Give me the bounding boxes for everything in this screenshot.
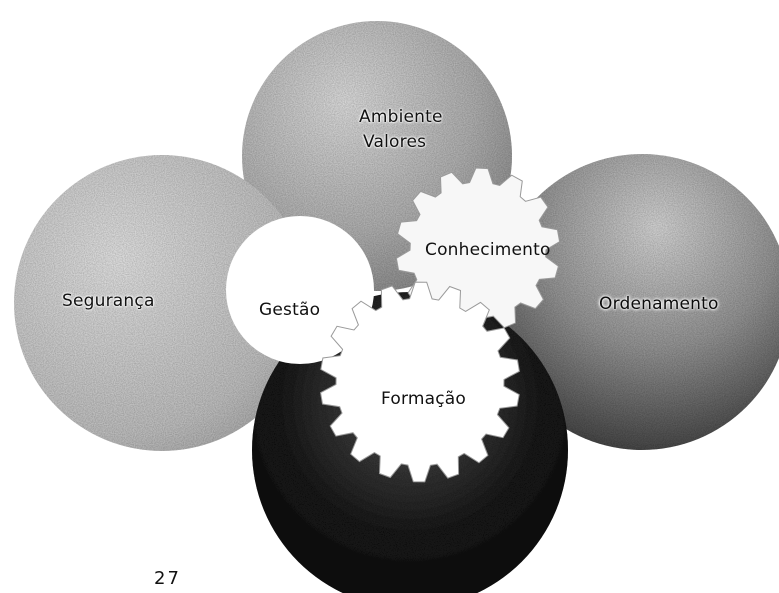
page-number: 27 [154,568,181,589]
label-formacao: Formação [381,389,467,409]
label-ambiente: Ambiente [359,107,443,127]
label-ordenamento: Ordenamento [599,294,719,314]
circle-left [14,155,310,451]
label-valores: Valores [363,132,427,152]
label-seguranca: Segurança [62,291,155,311]
label-gestao: Gestão [259,300,321,320]
circle-right [494,154,779,450]
gear-small [395,167,561,333]
gear-large [320,281,520,483]
gear-group [320,167,561,483]
label-conhecimento: Conhecimento [425,240,551,260]
